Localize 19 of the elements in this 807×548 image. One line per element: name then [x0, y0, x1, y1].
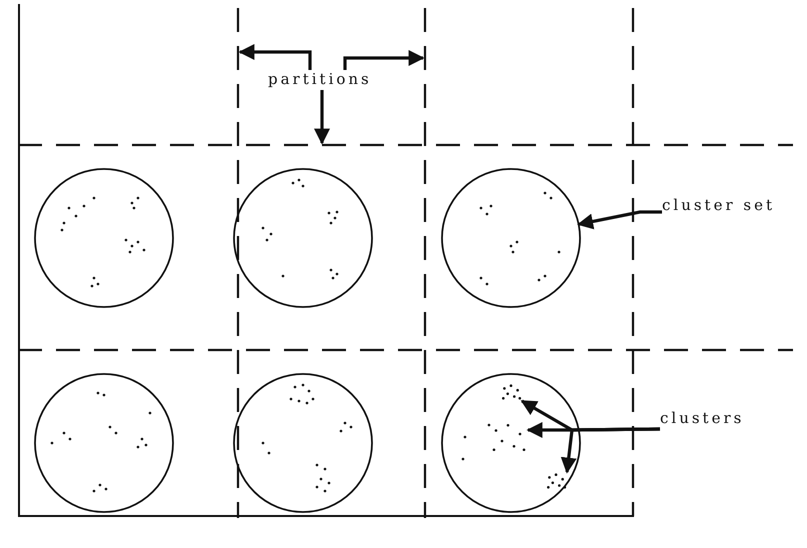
point-cloud-circle [233, 168, 373, 308]
partition-line [18, 143, 793, 147]
partition-line [423, 8, 427, 518]
arrow [314, 90, 330, 145]
label-text: clusters [660, 409, 744, 429]
point-cluster [545, 472, 567, 490]
point-cloud-circle [441, 373, 581, 513]
point-cloud-circle [441, 168, 581, 308]
point-cluster [500, 383, 522, 401]
arrow [238, 44, 312, 70]
arrow [343, 50, 425, 70]
point-cloud-circle [34, 373, 174, 513]
point-cloud-circle [34, 168, 174, 308]
point-cloud-circle [233, 373, 373, 513]
arrow [560, 427, 660, 474]
arrow [577, 210, 662, 230]
label-text: cluster set [662, 196, 776, 216]
label-text: partitions [268, 70, 372, 90]
partition-line [236, 8, 240, 518]
